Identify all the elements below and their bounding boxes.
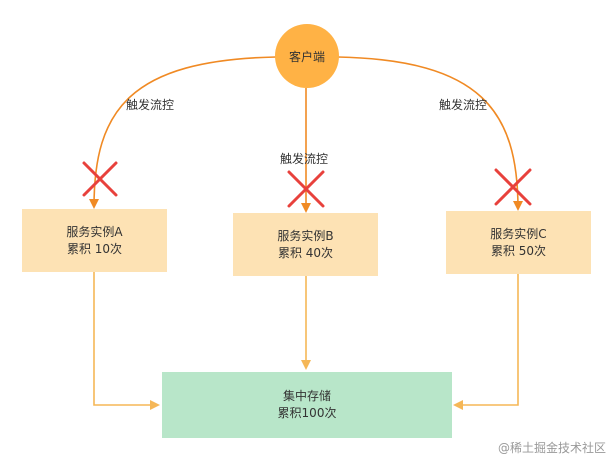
service-instance-a: 服务实例A 累积 10次 [22,209,167,272]
storage-count: 累积100次 [277,406,337,420]
service-count: 累积 50次 [490,243,547,258]
edge-label-right: 触发流控 [439,98,488,112]
service-name: 服务实例B [277,228,334,243]
service-instance-c: 服务实例C 累积 50次 [446,211,591,274]
storage-name: 集中存储 [282,389,331,403]
edge-label-middle: 触发流控 [280,152,329,166]
cross-mark-middle [287,170,325,208]
service-name: 服务实例C [490,226,547,241]
service-instance-b: 服务实例B 累积 40次 [233,213,378,276]
client-node: 客户端 [275,24,339,88]
central-storage: 集中存储 累积100次 [162,372,452,438]
client-label: 客户端 [288,49,325,64]
edge-service-a-to-storage [93,272,160,410]
service-count: 累积 10次 [66,241,123,256]
edge-label-left: 触发流控 [126,98,175,112]
edge-service-c-to-storage [453,274,519,410]
cross-mark-right [494,168,532,206]
service-count: 累积 40次 [277,245,334,260]
edge-client-to-service-a [89,56,277,209]
service-name: 服务实例A [66,224,123,239]
edge-client-to-service-c [337,56,523,211]
cross-mark-left [82,161,118,197]
watermark: @稀土掘金技术社区 [497,441,606,455]
